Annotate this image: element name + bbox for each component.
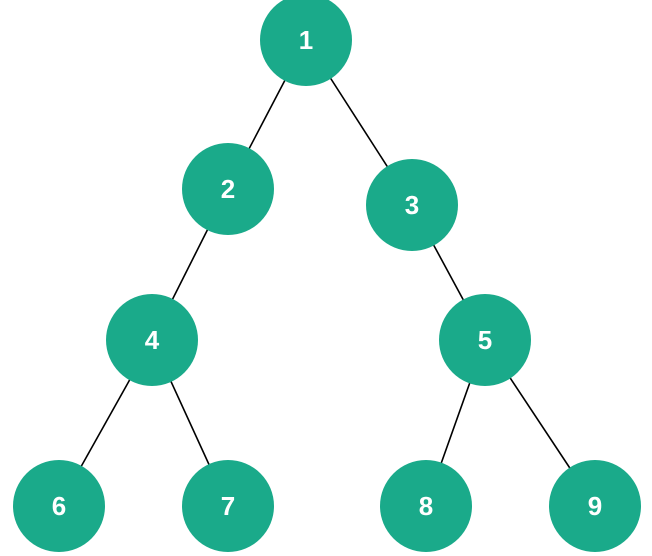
tree-node-3: 3 bbox=[366, 159, 458, 251]
tree-node-2: 2 bbox=[182, 143, 274, 235]
tree-node-8: 8 bbox=[380, 460, 472, 552]
tree-node-5: 5 bbox=[439, 294, 531, 386]
tree-node-7: 7 bbox=[182, 460, 274, 552]
tree-node-6: 6 bbox=[13, 460, 105, 552]
tree-node-9: 9 bbox=[549, 460, 641, 552]
tree-node-1: 1 bbox=[260, 0, 352, 86]
tree-node-4: 4 bbox=[106, 294, 198, 386]
